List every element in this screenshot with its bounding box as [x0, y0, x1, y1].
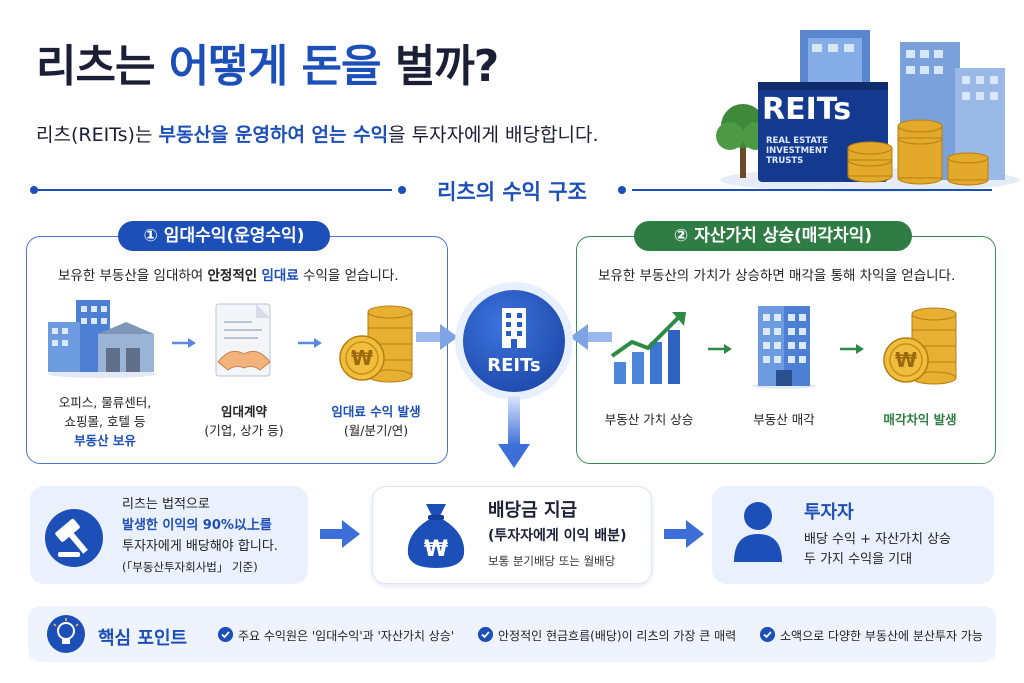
- hero-badge: REITs: [762, 92, 852, 127]
- appreciation-step-value-rise: 부동산 가치 상승: [604, 412, 694, 427]
- gavel-icon: [45, 509, 103, 567]
- arrow-left-icon: [570, 324, 612, 350]
- arrow-right-icon: [172, 338, 196, 348]
- arrow-right-icon: [840, 344, 864, 354]
- section-rule-right: [632, 189, 992, 191]
- coin-stack-icon: ₩: [339, 305, 413, 383]
- arrow-right-icon: [298, 338, 322, 348]
- building-cluster-icon: [48, 300, 156, 378]
- page-title: 리츠는 어떻게 돈을 벌까?: [36, 41, 499, 92]
- key-point-item: 안정적인 현금흐름(배당)이 리츠의 가장 큰 매력: [498, 629, 737, 643]
- key-points-bar: [28, 606, 996, 662]
- key-points-title: 핵심 포인트: [98, 628, 188, 649]
- person-icon: [734, 502, 782, 562]
- rule-dot-inner-right: [618, 186, 626, 194]
- section-title: 리츠의 수익 구조: [437, 180, 587, 204]
- investor-title: 투자자: [804, 502, 854, 523]
- arrow-right-icon: [708, 344, 732, 354]
- key-point-item: 주요 수익원은 '임대수익'과 '자산가치 상승': [238, 629, 455, 643]
- rental-step-property: 오피스, 물류센터, 쇼핑몰, 호텔 등 부동산 보유: [58, 395, 152, 448]
- dividend-title: 배당금 지급: [488, 500, 578, 521]
- appreciation-step-sale: 부동산 매각: [753, 412, 815, 427]
- hero-badge-sub: REAL ESTATE INVESTMENT TRUSTS: [766, 136, 828, 166]
- arrow-right-icon: [664, 520, 704, 548]
- key-point-item: 소액으로 다양한 부동산에 분산투자 가능: [780, 629, 983, 643]
- rental-step-contract: 임대계약 (기업, 상가 등): [204, 404, 284, 438]
- rule-dot-left: [30, 186, 38, 194]
- dividend-subtitle: (투자자에게 이익 배분): [488, 528, 627, 544]
- investor-desc: 배당 수익 + 자산가치 상승 두 가지 수익을 기대: [804, 532, 952, 567]
- arrow-down-icon: [498, 396, 530, 468]
- appreciation-pill: ② 자산가치 상승(매각차익): [634, 221, 912, 251]
- reits-building-icon: [502, 308, 526, 348]
- growth-chart-icon: [610, 312, 686, 384]
- appreciation-step-gain: 매각차익 발생: [883, 412, 957, 427]
- rental-income-desc: 보유한 부동산을 임대하여 안정적인 임대료 수익을 얻습니다.: [58, 268, 399, 284]
- svg-text:₩: ₩: [895, 348, 917, 372]
- rental-step-income: 임대료 수익 발생 (월/분기/연): [331, 404, 421, 438]
- office-tower-icon: [752, 306, 816, 389]
- appreciation-desc: 보유한 부동산의 가치가 상승하면 매각을 통해 차익을 얻습니다.: [598, 268, 956, 284]
- section-rule-left: [36, 189, 392, 191]
- rule-dot-inner-left: [398, 186, 406, 194]
- svg-text:₩: ₩: [424, 537, 448, 562]
- legal-requirement-text: 리츠는 법적으로 발생한 이익의 90%以上를 투자자에게 배당해야 합니다. …: [122, 497, 278, 574]
- dividend-note: 보통 분기배당 또는 월배당: [488, 554, 616, 568]
- check-icon: [218, 627, 233, 642]
- check-icon: [760, 627, 775, 642]
- coin-stack-icon: ₩: [883, 307, 957, 385]
- check-icon: [478, 627, 493, 642]
- arrow-right-icon: [416, 324, 458, 350]
- hero-illustration: [716, 30, 1020, 192]
- contract-handshake-icon: [215, 303, 271, 377]
- page-subtitle: 리츠(REITs)는 부동산을 운영하여 얻는 수익을 투자자에게 배당합니다.: [36, 124, 599, 146]
- rental-income-pill: ① 임대수익(운영수익): [118, 221, 330, 251]
- money-bag-icon: ₩: [407, 504, 465, 568]
- reits-node-label: REITs: [487, 355, 541, 376]
- lightbulb-icon: [47, 615, 85, 653]
- svg-text:₩: ₩: [351, 346, 373, 370]
- arrow-right-icon: [320, 520, 360, 548]
